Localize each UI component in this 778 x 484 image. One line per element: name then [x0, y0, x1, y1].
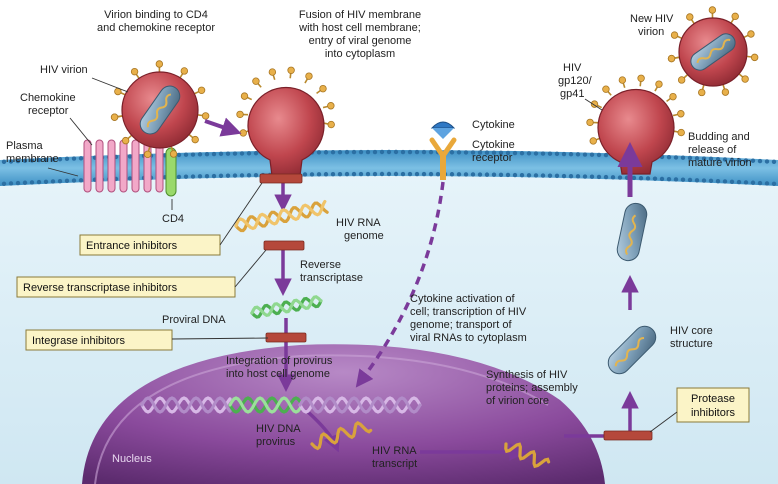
virion-binding-text-2: and chemokine receptor	[97, 22, 215, 34]
new-hiv-virion-label-2: virion	[638, 26, 664, 38]
reverse-transcriptase-label-1: Reverse	[300, 259, 341, 271]
integrase-inhibitors-label: Integrase inhibitors	[32, 335, 125, 347]
plasma-membrane-label-1: Plasma	[6, 140, 44, 152]
protease-inhibitor-bar	[603, 430, 653, 441]
rt-leader	[234, 249, 267, 288]
cd4-label: CD4	[162, 213, 184, 225]
hiv-rna-genome-label-1: HIV RNA	[336, 217, 381, 229]
cytokine-receptor-icon	[429, 137, 457, 180]
protease-inhibitors-box: Protease inhibitors	[676, 387, 750, 423]
chemokine-leader	[69, 117, 93, 146]
hiv-virion-leader	[91, 77, 129, 93]
fusion-text-1: Fusion of HIV membrane	[299, 9, 421, 21]
integrase-inhibitor-bar	[265, 332, 307, 343]
budding-virion	[586, 74, 685, 175]
nucleus-label: Nucleus	[112, 453, 152, 465]
virion-cores	[607, 202, 657, 375]
entrance-inhibitors-label: Entrance inhibitors	[86, 240, 178, 252]
gp120-label-3: gp41	[560, 88, 584, 100]
hiv-virion	[110, 60, 210, 159]
synthesis-text-2: proteins; assembly	[486, 382, 578, 394]
cytokine-label: Cytokine	[472, 119, 515, 131]
proviral-dna-label: Proviral DNA	[162, 314, 226, 326]
nucleus	[82, 344, 605, 484]
hiv-dna-provirus-label-2: provirus	[256, 436, 296, 448]
synthesis-text-3: of virion core	[486, 395, 549, 407]
integrase-inhibitors-box: Integrase inhibitors	[25, 329, 173, 351]
fusion-text-2: with host cell membrane;	[298, 22, 421, 34]
gp120-label-1: HIV	[563, 62, 582, 74]
protease-leader	[649, 411, 678, 433]
budding-label-2: release of	[688, 144, 737, 156]
budding-label-1: Budding and	[688, 131, 750, 143]
cytokine-activation-text-3: genome; transport of	[410, 319, 512, 331]
protease-inhibitors-label-2: inhibitors	[691, 407, 736, 419]
chemokine-receptor	[83, 139, 164, 193]
plasma-membrane-label-2: membrane	[6, 153, 59, 165]
chemokine-receptor-label-2: receptor	[28, 105, 69, 117]
hiv-core-structure-label-1: HIV core	[670, 325, 713, 337]
hiv-rna-transcript-label-1: HIV RNA	[372, 445, 417, 457]
rt-inhibitors-box: Reverse transcriptase inhibitors	[16, 276, 236, 298]
nuclear-envelope	[94, 354, 549, 484]
protease-inhibitors-label-1: Protease	[691, 393, 735, 405]
hiv-dna-provirus-label-1: HIV DNA	[256, 423, 301, 435]
cytokine-activation-text-1: Cytokine activation of	[410, 293, 515, 305]
budding-label-3: mature virion	[688, 157, 752, 169]
rt-inhibitors-label: Reverse transcriptase inhibitors	[23, 282, 178, 294]
chemokine-receptor-label-1: Chemokine	[20, 92, 76, 104]
entrance-leader	[219, 182, 263, 246]
new-hiv-virion-label-1: New HIV	[630, 13, 674, 25]
integration-label-2: into host cell genome	[226, 368, 330, 380]
cytokine-receptor-label-2: receptor	[472, 152, 513, 164]
integration-label-1: Integration of provirus	[226, 355, 333, 367]
hiv-virion-label: HIV virion	[40, 64, 88, 76]
inhibitor-bars	[259, 173, 653, 441]
text-labels: Virion binding to CD4 and chemokine rece…	[6, 9, 752, 470]
virion-binding-text-1: Virion binding to CD4	[104, 9, 208, 21]
gp120-label-2: gp120/	[558, 75, 593, 87]
hiv-rna-genome-label-2: genome	[344, 230, 384, 242]
binding-to-fusion-arrow	[204, 117, 242, 137]
hiv-core-structure-label-2: structure	[670, 338, 713, 350]
reverse-transcriptase-label-2: transcriptase	[300, 272, 363, 284]
process-arrows	[274, 182, 639, 461]
rt-inhibitor-bar	[263, 240, 305, 251]
entrance-inhibitors-box: Entrance inhibitors	[79, 234, 221, 256]
integrase-leader	[171, 337, 269, 340]
fusion-text-4: into cytoplasm	[325, 48, 395, 60]
nucleic-acid-strands	[140, 199, 551, 469]
gp120-leader	[584, 98, 603, 111]
membrane-leader	[47, 167, 79, 177]
cytokine-activation-text-2: cell; transcription of HIV	[410, 306, 527, 318]
cytokine-icon	[430, 121, 456, 139]
synthesis-text-1: Synthesis of HIV	[486, 369, 568, 381]
cytokine-activation-text-4: viral RNAs to cytoplasm	[410, 332, 527, 344]
fusing-virion	[236, 66, 335, 177]
fusion-text-3: entry of viral genome	[309, 35, 412, 47]
hiv-rna-transcript-label-2: transcript	[372, 458, 417, 470]
new-hiv-virion	[667, 6, 759, 97]
cytokine-receptor-label-1: Cytokine	[472, 139, 515, 151]
entrance-inhibitor-bar	[259, 173, 303, 184]
